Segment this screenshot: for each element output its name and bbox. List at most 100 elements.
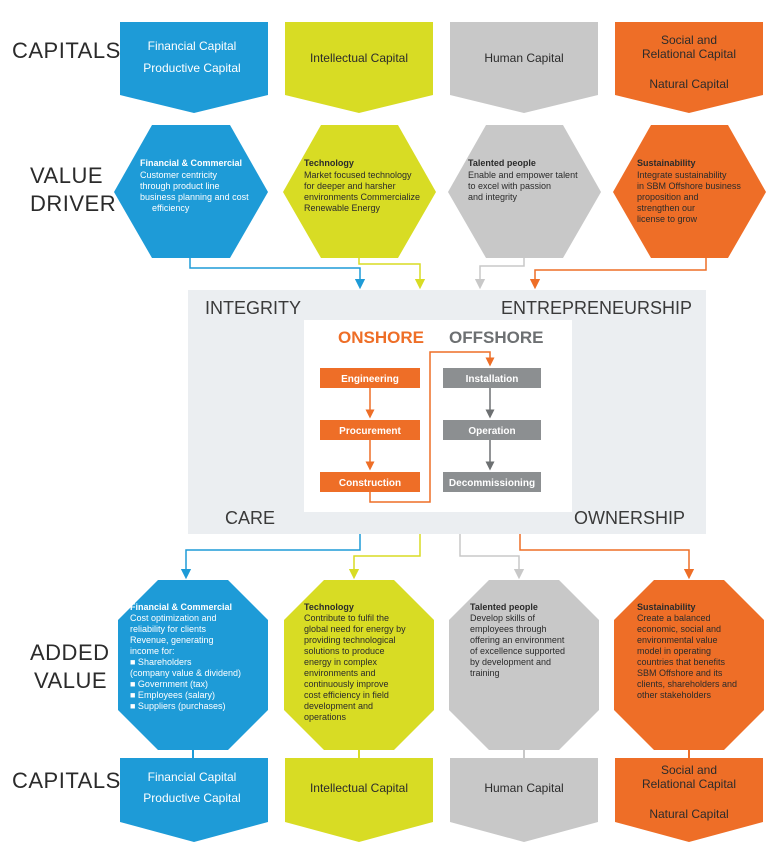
added-value-line: ■ Government (tax)	[130, 679, 208, 689]
step-operation	[443, 420, 541, 440]
added-value-line: training	[470, 668, 500, 678]
value-driver-line: environments Commercialize	[304, 192, 420, 202]
added-value-line: environmental value	[637, 635, 718, 645]
capital-line: Financial Capital	[148, 770, 237, 784]
capital-line: Financial Capital	[148, 39, 237, 53]
added-value-line: development and	[304, 701, 373, 711]
step-procurement	[320, 420, 420, 440]
added-value-line: countries that benefits	[637, 657, 726, 667]
row-label-added-value-1: ADDED	[30, 640, 110, 665]
step-decommissioning	[443, 472, 541, 492]
value-driver-line: through product line	[140, 181, 220, 191]
value-driver-line: business planning and cost	[140, 192, 249, 202]
value-integrity: INTEGRITY	[205, 298, 301, 318]
added-value-financial: Financial & Commercial Cost optimization…	[118, 580, 268, 750]
capital-line: Relational Capital	[642, 777, 736, 791]
value-ownership: OWNERSHIP	[574, 508, 685, 528]
added-value-line: energy in complex	[304, 657, 378, 667]
value-driver-line: to excel with passion	[468, 181, 551, 191]
added-value-line: ■ Shareholders	[130, 657, 192, 667]
value-care: CARE	[225, 508, 275, 528]
capital-bottom-intellectual: Intellectual Capital	[285, 758, 433, 842]
added-value-line: ■ Suppliers (purchases)	[130, 701, 225, 711]
added-value-line: reliability for clients	[130, 624, 207, 634]
capital-bottom-social: Social and Relational Capital Natural Ca…	[615, 758, 763, 842]
added-value-line: ■ Employees (salary)	[130, 690, 215, 700]
value-driver-title: Technology	[304, 158, 354, 168]
onshore-title: ONSHORE	[338, 328, 424, 347]
added-value-line: Cost optimization and	[130, 613, 217, 623]
added-value-line: economic, social and	[637, 624, 721, 634]
capital-line: Intellectual Capital	[310, 51, 408, 65]
capital-top-intellectual: Intellectual Capital	[285, 22, 433, 113]
added-value-line: other stakeholders	[637, 690, 712, 700]
capital-line: Social and	[661, 33, 717, 47]
added-value-line: clients, shareholders and	[637, 679, 737, 689]
connector-stubs-bottom	[192, 750, 690, 758]
capital-line: Productive Capital	[143, 61, 240, 75]
capital-line: Intellectual Capital	[310, 781, 408, 795]
step-installation	[443, 368, 541, 388]
value-driver-line: Integrate sustainability	[637, 170, 727, 180]
value-driver-line: in SBM Offshore business	[637, 181, 741, 191]
value-driver-line: efficiency	[152, 203, 190, 213]
added-value-line: cost efficiency in field	[304, 690, 389, 700]
value-driver-line: for deeper and harsher	[304, 181, 396, 191]
capital-top-human: Human Capital	[450, 22, 598, 113]
added-value-line: offering an environment	[470, 635, 565, 645]
step-label: Installation	[466, 374, 519, 385]
capital-line: Human Capital	[484, 51, 563, 65]
capital-line: Productive Capital	[143, 791, 240, 805]
value-driver-line: license to grow	[637, 214, 698, 224]
row-label-capitals-bottom: CAPITALS	[12, 768, 121, 793]
step-engineering	[320, 368, 420, 388]
row-label-capitals-top: CAPITALS	[12, 38, 121, 63]
added-value-line: providing technological	[304, 635, 396, 645]
added-value-line: Develop skills of	[470, 613, 536, 623]
connector-arrows-bottom	[180, 534, 695, 580]
value-driver-technology: Technology Market focused technology for…	[283, 125, 436, 258]
value-driver-line: proposition and	[637, 192, 699, 202]
offshore-title: OFFSHORE	[449, 328, 543, 347]
value-entrepreneurship: ENTREPRENEURSHIP	[501, 298, 692, 318]
capital-top-financial: Financial Capital Productive Capital	[120, 22, 268, 113]
step-label: Procurement	[339, 426, 401, 437]
capital-line: Natural Capital	[649, 77, 728, 91]
added-value-title: Technology	[304, 602, 354, 612]
capital-line: Relational Capital	[642, 47, 736, 61]
capital-bottom-financial: Financial Capital Productive Capital	[120, 758, 268, 842]
value-driver-line: Enable and empower talent	[468, 170, 578, 180]
added-value-talent: Talented people Develop skills of employ…	[449, 580, 599, 750]
connector-arrows-top	[189, 258, 707, 290]
value-driver-title: Sustainability	[637, 158, 696, 168]
added-value-title: Financial & Commercial	[130, 602, 232, 612]
added-value-line: Create a balanced	[637, 613, 711, 623]
added-value-title: Sustainability	[637, 602, 696, 612]
added-value-line: Revenue, generating	[130, 635, 214, 645]
added-value-line: (company value & dividend)	[130, 668, 241, 678]
value-driver-line: and integrity	[468, 192, 518, 202]
value-driver-line: Renewable Energy	[304, 203, 381, 213]
added-value-sustainability: Sustainability Create a balanced economi…	[614, 580, 764, 750]
added-value-line: global need for energy by	[304, 624, 406, 634]
process-arrows	[365, 351, 495, 503]
row-label-added-value-2: VALUE	[34, 668, 107, 693]
step-label: Operation	[468, 426, 515, 437]
added-value-title: Talented people	[470, 602, 538, 612]
value-driver-talent: Talented people Enable and empower talen…	[448, 125, 601, 258]
added-value-line: solutions to produce	[304, 646, 385, 656]
added-value-line: Contribute to fulfil the	[304, 613, 389, 623]
added-value-line: employees through	[470, 624, 547, 634]
step-label: Engineering	[341, 374, 399, 385]
added-value-line: SBM Offshore and its	[637, 668, 723, 678]
added-value-line: environments and	[304, 668, 376, 678]
added-value-technology: Technology Contribute to fulfil the glob…	[284, 580, 434, 750]
capital-line: Social and	[661, 763, 717, 777]
step-construction	[320, 472, 420, 492]
value-driver-line: Market focused technology	[304, 170, 412, 180]
added-value-line: by development and	[470, 657, 551, 667]
value-driver-line: strengthen our	[637, 203, 695, 213]
row-label-value-driver-1: VALUE	[30, 163, 103, 188]
row-label-value-driver-2: DRIVER	[30, 191, 116, 216]
